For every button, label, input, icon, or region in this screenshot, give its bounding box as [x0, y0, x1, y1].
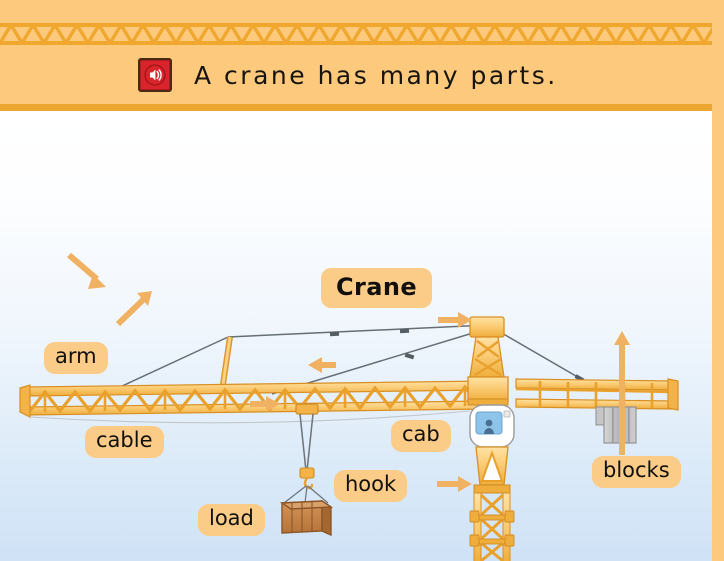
hoist-ropes: [299, 413, 314, 472]
label-arrows: [67, 252, 630, 492]
arrow-cab: [438, 312, 472, 328]
speaker-icon[interactable]: [138, 58, 172, 92]
crane-load-crate: [279, 499, 334, 537]
label-arm[interactable]: arm: [44, 342, 108, 374]
load-slings: [283, 485, 329, 504]
arrow-hook: [308, 357, 336, 373]
label-cab[interactable]: cab: [391, 420, 451, 452]
label-blocks[interactable]: blocks: [592, 456, 681, 488]
crane-cab: [469, 404, 515, 448]
hoist-assembly: [279, 413, 334, 537]
crane-slewing-unit: [467, 376, 509, 406]
arrow-tower: [437, 476, 472, 492]
illustration-stage: Crane arm cable cab hook load blocks tow…: [0, 111, 712, 561]
arrow-load: [250, 396, 280, 412]
cable-ferrules: [329, 328, 585, 383]
header-sentence-row: A crane has many parts.: [0, 46, 724, 104]
trolley: [295, 403, 319, 415]
arrow-blocks: [614, 331, 630, 455]
crane-illustration: [19, 252, 679, 561]
header-divider-rule: [0, 104, 724, 111]
page-right-border: [712, 0, 724, 561]
crane-counter-jib: [515, 378, 679, 411]
header-sentence-text: A crane has many parts.: [194, 60, 558, 90]
crane-tower: [469, 492, 515, 561]
crane-hook: [299, 467, 315, 490]
truss-border-decoration: [0, 22, 724, 46]
crane-mast-head: [469, 316, 505, 378]
arrow-cable: [115, 291, 152, 327]
counterweight-blocks: [595, 406, 637, 444]
illustration-title: Crane: [321, 268, 433, 308]
speaker-glyph: [144, 64, 166, 86]
label-cable[interactable]: cable: [85, 426, 164, 458]
label-load[interactable]: load: [198, 504, 265, 536]
arrow-arm: [67, 252, 106, 289]
crane-cab-support: [473, 446, 511, 494]
label-hook[interactable]: hook: [334, 470, 408, 502]
page-header: A crane has many parts.: [0, 0, 724, 111]
